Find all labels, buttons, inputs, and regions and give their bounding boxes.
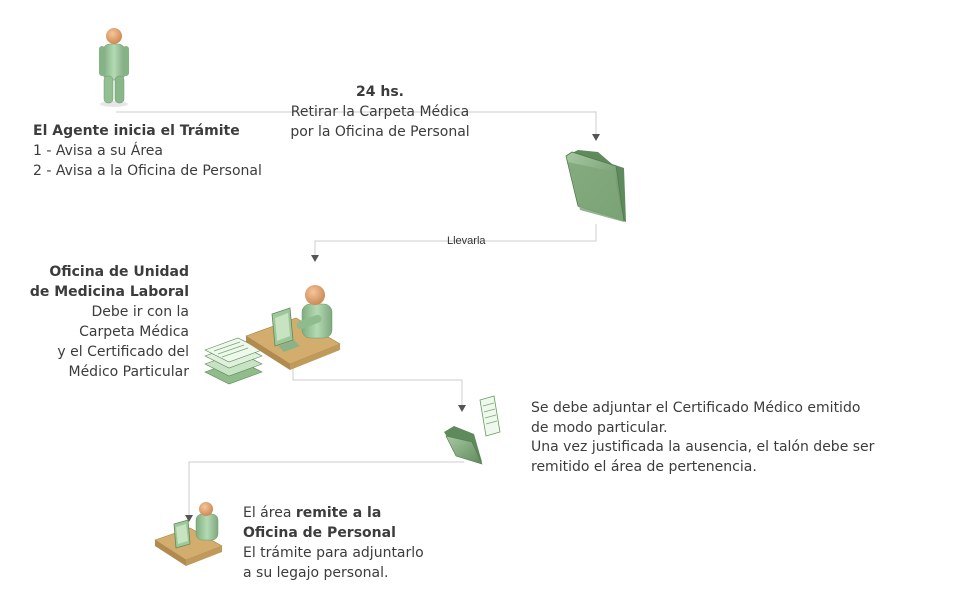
area-title-line-2: Oficina de Personal [243, 525, 396, 541]
medicina-title-line-2: de Medicina Laboral [29, 284, 189, 300]
certificate-folder-icon [444, 395, 501, 465]
arrowhead [185, 515, 193, 522]
area-line-1: El trámite para adjuntarlo [243, 545, 424, 561]
connector-agent-to-folder [116, 111, 597, 136]
area-worker-icon [154, 502, 223, 566]
area-title-line-1: El área remite a la [243, 503, 381, 523]
documents-stack-icon [204, 337, 263, 385]
area-bold-1: remite a la [295, 505, 382, 521]
medicina-title-line-1: Oficina de Unidad [49, 264, 189, 280]
arrowhead [592, 134, 600, 141]
medicina-line-4: Médico Particular [68, 364, 189, 380]
agent-step-line-2: 2 - Avisa a la Oficina de Personal [33, 163, 262, 179]
agent-step-title: El Agente inicia el Trámite [33, 123, 240, 139]
connector-lines [116, 111, 597, 516]
medicina-line-2: Carpeta Médica [79, 324, 189, 340]
arrowhead [311, 255, 319, 262]
certificate-line-2: de modo particular. [531, 420, 668, 436]
folder-step-line-1: Retirar la Carpeta Médica [290, 104, 470, 120]
connector-label: Llevarla [447, 235, 486, 247]
agent-step-line-1: 1 - Avisa a su Área [33, 143, 163, 159]
connector-medicina-to-docs [292, 368, 463, 406]
area-line-2: a su legajo personal. [243, 565, 389, 581]
folder-step-line-2: por la Oficina de Personal [290, 124, 470, 140]
medicina-line-1: Debe ir con la [91, 304, 190, 320]
office-worker-icon [245, 285, 341, 370]
folder-icon [565, 150, 626, 222]
certificate-line-4: remitido el área de pertenencia. [531, 459, 757, 475]
medicina-line-3: y el Certificado del [57, 344, 189, 360]
certificate-line-3: Una vez justificada la ausencia, el taló… [531, 439, 875, 455]
arrowhead [458, 405, 466, 412]
connector-folder-to-medicina [314, 224, 597, 256]
area-prefix: El área [243, 505, 296, 521]
connector-docs-to-area [188, 461, 464, 516]
deadline-label: 24 hs. [356, 84, 404, 100]
agent-person-icon [99, 28, 129, 107]
certificate-line-1: Se debe adjuntar el Certificado Médico e… [531, 400, 861, 416]
arrowheads [185, 134, 600, 522]
